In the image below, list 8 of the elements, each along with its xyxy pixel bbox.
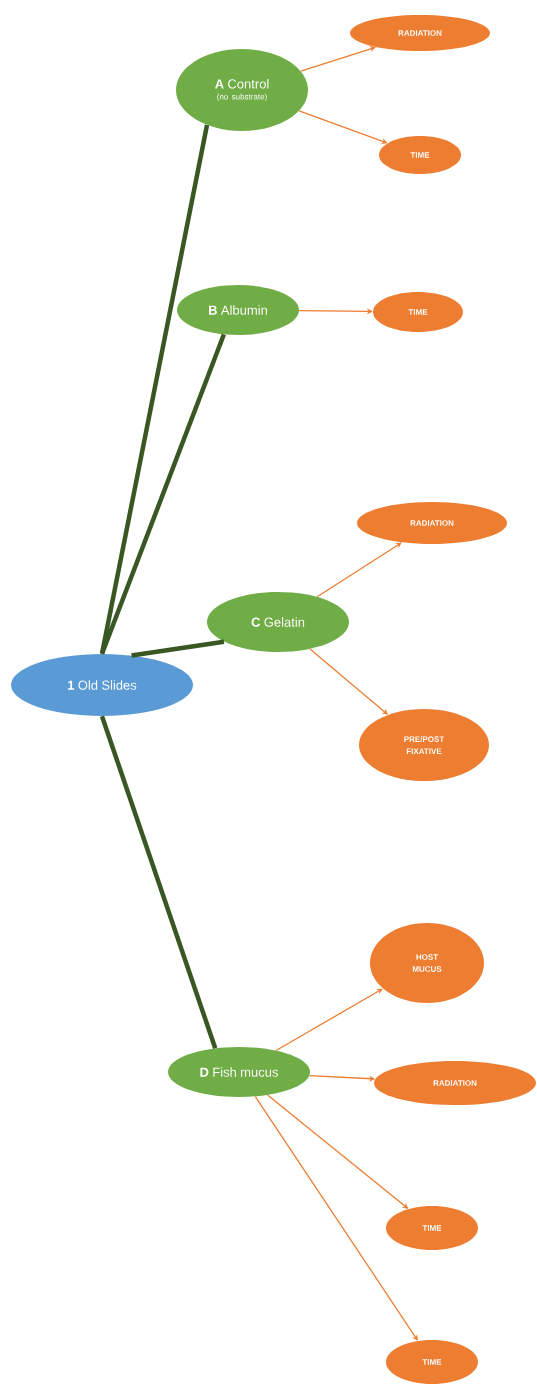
arrow [300, 46, 376, 72]
connector-line [99, 124, 210, 655]
arrow [275, 988, 383, 1052]
connector-line [99, 333, 226, 655]
arrow [316, 542, 402, 598]
connector-line [99, 715, 218, 1049]
connector-line [131, 639, 225, 658]
arrow [254, 1095, 418, 1341]
